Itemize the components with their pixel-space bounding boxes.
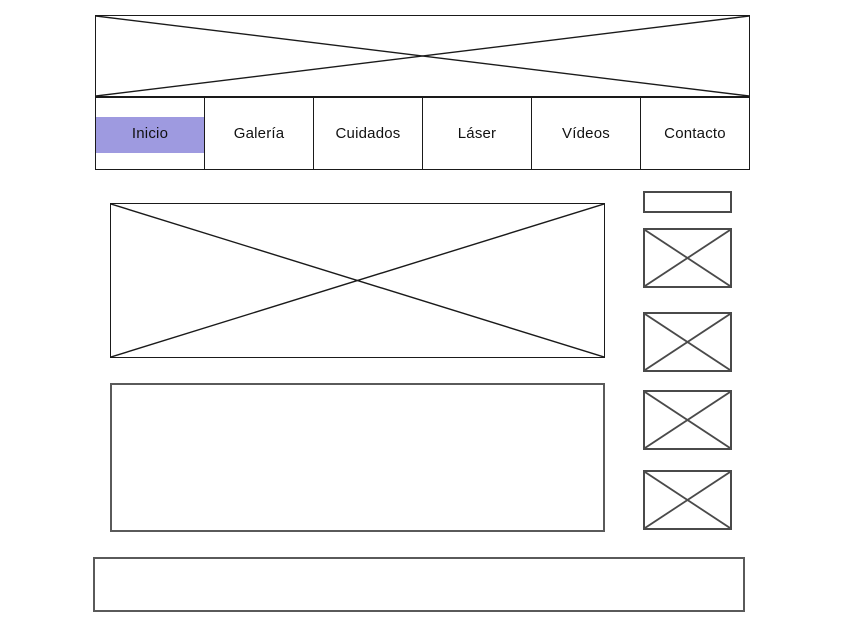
nav-item-laser[interactable]: Láser (423, 98, 532, 169)
sidebar-thumbnail-placeholder[interactable] (643, 470, 732, 530)
sidebar-thumbnail-placeholder[interactable] (643, 312, 732, 372)
footer-panel (93, 557, 745, 612)
sidebar-thumbnail-placeholder[interactable] (643, 390, 732, 450)
placeholder-cross-icon (96, 16, 749, 96)
header-banner-placeholder (95, 15, 750, 97)
nav-item-videos[interactable]: Vídeos (532, 98, 641, 169)
active-tab-highlight (96, 117, 204, 153)
nav-item-label: Inicio (131, 125, 169, 142)
sidebar-label-box (643, 191, 732, 213)
placeholder-cross-icon (645, 314, 730, 370)
nav-item-inicio[interactable]: Inicio (96, 98, 205, 169)
sidebar-thumbnail-placeholder[interactable] (643, 228, 732, 288)
placeholder-cross-icon (645, 472, 730, 528)
nav-item-contacto[interactable]: Contacto (641, 98, 749, 169)
navbar: Inicio Galería Cuidados Láser Vídeos Con… (95, 97, 750, 170)
nav-item-label: Cuidados (335, 125, 401, 142)
nav-item-label: Vídeos (562, 125, 610, 142)
placeholder-cross-icon (645, 230, 730, 286)
hero-image-placeholder (110, 203, 605, 358)
content-text-panel (110, 383, 605, 532)
nav-item-label: Contacto (664, 125, 726, 142)
placeholder-cross-icon (645, 392, 730, 448)
placeholder-cross-icon (111, 204, 604, 357)
nav-item-label: Láser (457, 125, 497, 142)
nav-item-label: Galería (233, 125, 285, 142)
nav-item-cuidados[interactable]: Cuidados (314, 98, 423, 169)
nav-item-galeria[interactable]: Galería (205, 98, 314, 169)
